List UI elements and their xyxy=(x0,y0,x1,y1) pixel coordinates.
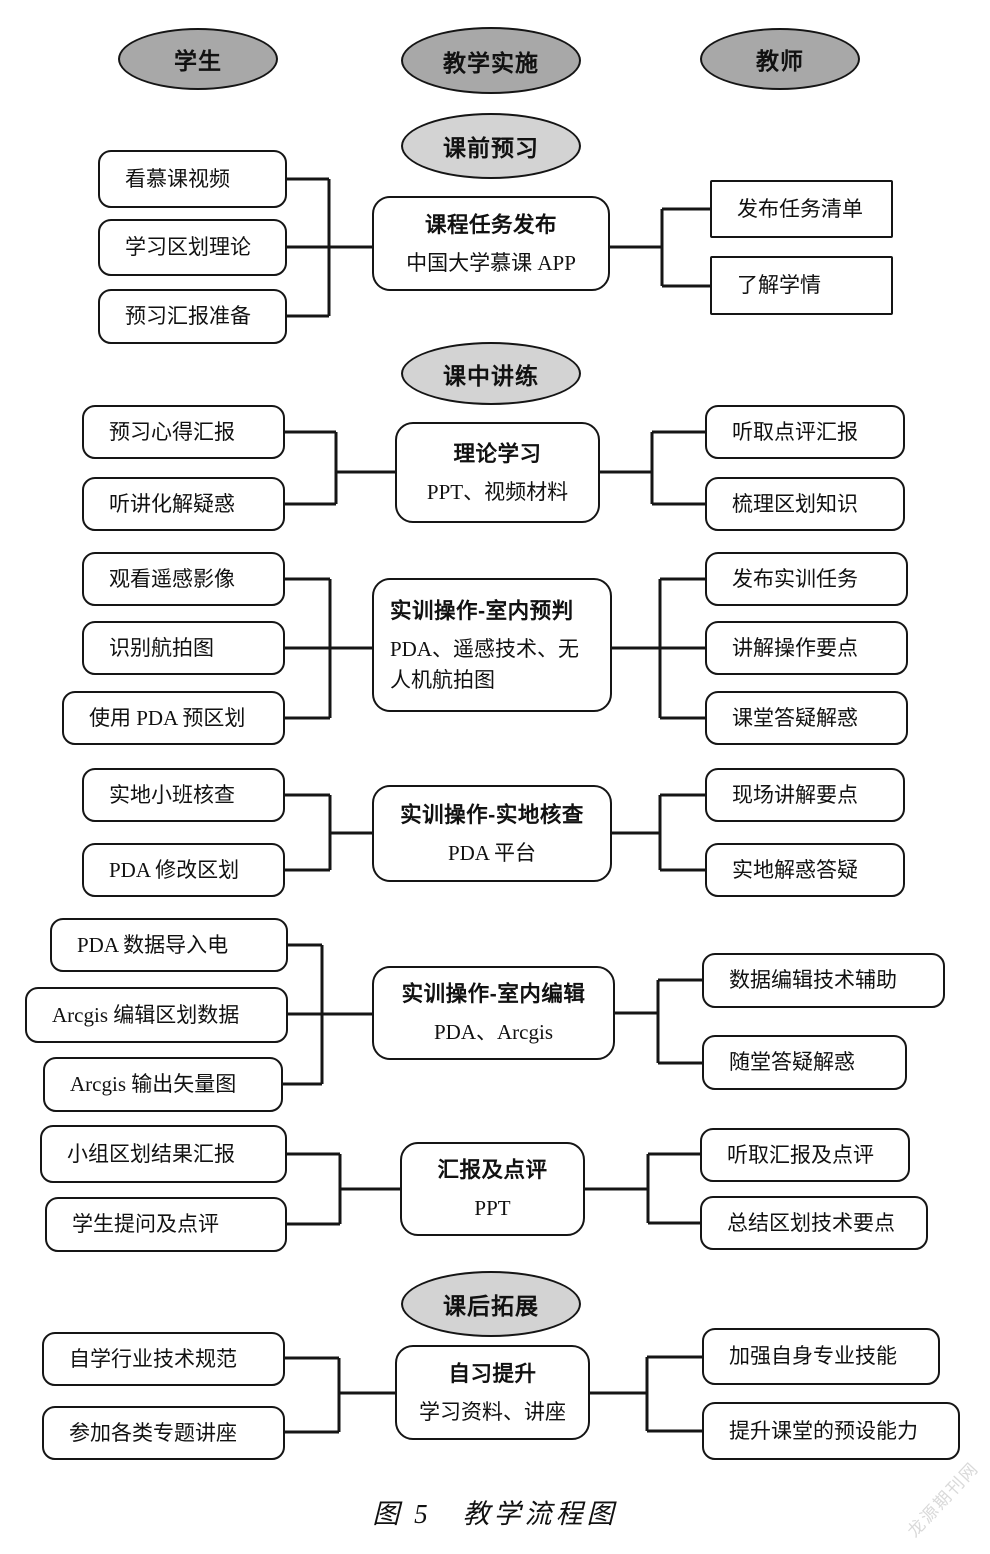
activity-box: 实训操作-实地核查 PDA 平台 xyxy=(372,785,612,882)
activity-title: 课程任务发布 xyxy=(424,212,557,237)
teacher-task-box: 发布实训任务 xyxy=(705,552,908,606)
lane-implementation-ellipse: 教学实施 xyxy=(401,27,581,94)
student-task-box: 小组区划结果汇报 xyxy=(40,1125,287,1183)
teacher-task-box: 现场讲解要点 xyxy=(705,768,905,822)
activity-subtitle: PDA 平台 xyxy=(447,840,537,865)
student-task-box: 自学行业技术规范 xyxy=(42,1332,285,1386)
student-task-box: 使用 PDA 预区划 xyxy=(62,691,285,745)
activity-title: 实训操作-实地核查 xyxy=(400,802,584,827)
activity-title: 汇报及点评 xyxy=(437,1158,548,1183)
student-task-box: 预习汇报准备 xyxy=(98,289,287,344)
teacher-task-box: 听取汇报及点评 xyxy=(700,1128,910,1182)
activity-box: 理论学习 PPT、视频材料 xyxy=(395,422,600,523)
activity-title: 实训操作-室内预判 xyxy=(390,598,574,623)
student-task-box: Arcgis 编辑区划数据 xyxy=(25,987,288,1043)
activity-title: 自习提升 xyxy=(448,1361,537,1386)
phase-ellipse-pre-class: 课前预习 xyxy=(401,113,581,179)
student-task-box: 实地小班核查 xyxy=(82,768,285,822)
teacher-task-box: 听取点评汇报 xyxy=(705,405,905,459)
teacher-task-box: 课堂答疑解惑 xyxy=(705,691,908,745)
student-task-box: 预习心得汇报 xyxy=(82,405,285,459)
student-task-box: 看慕课视频 xyxy=(98,150,287,208)
teacher-task-box: 了解学情 xyxy=(710,256,893,315)
activity-box: 实训操作-室内编辑 PDA、Arcgis xyxy=(372,966,615,1060)
teacher-task-box: 提升课堂的预设能力 xyxy=(702,1402,960,1460)
activity-title: 实训操作-室内编辑 xyxy=(401,982,586,1007)
teacher-task-box: 实地解惑答疑 xyxy=(705,843,905,897)
phase-ellipse-in-class: 课中讲练 xyxy=(401,342,581,405)
lane-teacher-ellipse: 教师 xyxy=(700,28,860,90)
activity-box: 自习提升 学习资料、讲座 xyxy=(395,1345,590,1440)
teacher-task-box: 随堂答疑解惑 xyxy=(702,1035,907,1090)
student-task-box: 识别航拍图 xyxy=(82,621,285,675)
teacher-task-box: 加强自身专业技能 xyxy=(702,1328,940,1385)
phase-ellipse-after-class: 课后拓展 xyxy=(401,1271,581,1337)
student-task-box: 学习区划理论 xyxy=(98,219,287,276)
teacher-task-box: 讲解操作要点 xyxy=(705,621,908,675)
teacher-task-box: 总结区划技术要点 xyxy=(700,1196,928,1250)
activity-box: 实训操作-室内预判 PDA、遥感技术、无人机航拍图 xyxy=(372,578,612,712)
activity-subtitle: PDA、Arcgis xyxy=(434,1020,553,1045)
activity-box: 汇报及点评 PPT xyxy=(400,1142,585,1236)
activity-title: 理论学习 xyxy=(453,441,542,466)
student-task-box: 学生提问及点评 xyxy=(45,1197,287,1252)
student-task-box: 参加各类专题讲座 xyxy=(42,1406,285,1460)
teacher-task-box: 梳理区划知识 xyxy=(705,477,905,531)
activity-subtitle: 中国大学慕课 APP xyxy=(406,250,576,275)
activity-box: 课程任务发布 中国大学慕课 APP xyxy=(372,196,610,291)
student-task-box: PDA 修改区划 xyxy=(82,843,285,897)
student-task-box: Arcgis 输出矢量图 xyxy=(43,1057,283,1112)
student-task-box: PDA 数据导入电 xyxy=(50,918,288,972)
student-task-box: 观看遥感影像 xyxy=(82,552,285,606)
activity-subtitle: PPT、视频材料 xyxy=(426,479,569,504)
student-task-box: 听讲化解疑惑 xyxy=(82,477,285,531)
activity-subtitle: PDA、遥感技术、无人机航拍图 xyxy=(390,636,580,693)
teacher-task-box: 发布任务清单 xyxy=(710,180,893,238)
figure-caption: 图 5 教学流程图 xyxy=(372,1499,618,1529)
activity-subtitle: 学习资料、讲座 xyxy=(419,1399,566,1424)
lane-student-ellipse: 学生 xyxy=(118,28,278,90)
teacher-task-box: 数据编辑技术辅助 xyxy=(702,953,945,1008)
activity-subtitle: PPT xyxy=(474,1196,511,1221)
